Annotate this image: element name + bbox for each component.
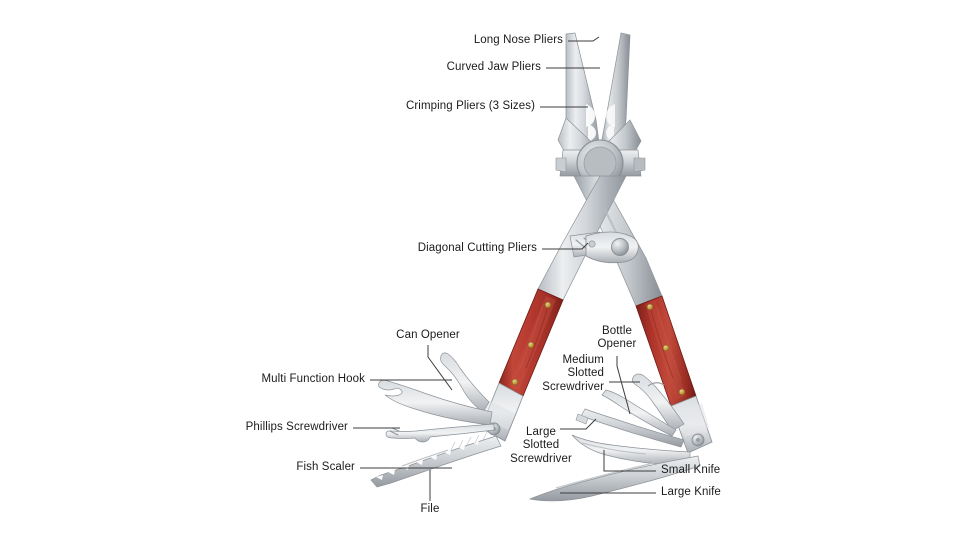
callout-label-file: File bbox=[420, 503, 440, 516]
leader-lines bbox=[353, 36, 656, 501]
callout-label-crimping-pliers: Crimping Pliers (3 Sizes) bbox=[405, 100, 535, 113]
callout-label-diagonal-cutting-pliers: Diagonal Cutting Pliers bbox=[417, 242, 537, 255]
callout-label-long-nose-pliers: Long Nose Pliers bbox=[473, 34, 563, 47]
callout-label-large-knife: Large Knife bbox=[661, 486, 721, 499]
callout-label-small-knife: Small Knife bbox=[661, 464, 721, 477]
callout-label-multi-function-hook: Multi Function Hook bbox=[261, 373, 365, 386]
callout-label-fish-scaler: Fish Scaler bbox=[296, 461, 355, 474]
callout-label-bottle-opener: Bottle Opener bbox=[597, 324, 637, 351]
callout-label-can-opener: Can Opener bbox=[396, 329, 460, 342]
callout-label-large-slotted-screwdriver: Large Slotted Screwdriver bbox=[510, 425, 572, 465]
callout-label-medium-slotted-screwdriver: Medium Slotted Screwdriver bbox=[542, 353, 604, 393]
callout-label-curved-jaw-pliers: Curved Jaw Pliers bbox=[446, 61, 541, 74]
callout-label-phillips-screwdriver: Phillips Screwdriver bbox=[245, 421, 348, 434]
